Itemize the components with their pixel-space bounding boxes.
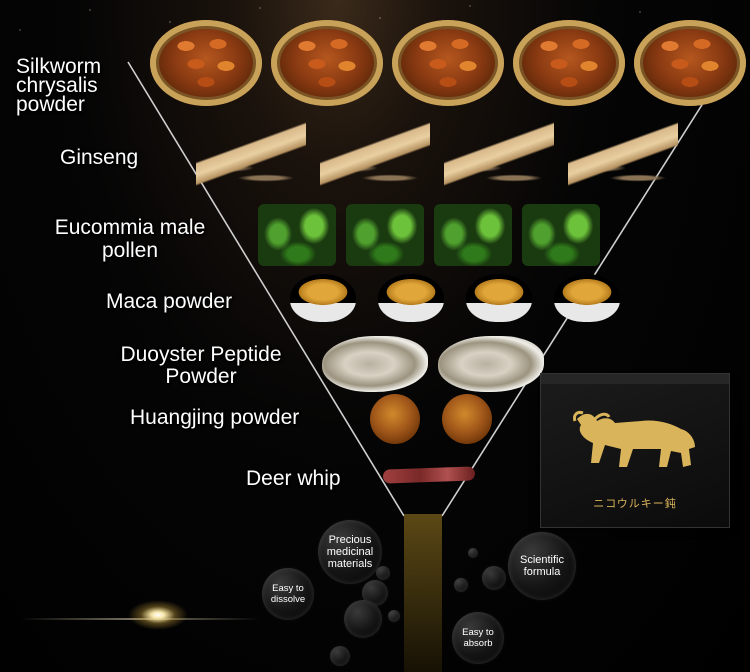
decor-bubble: [344, 600, 382, 638]
label-silkworm: Silkworm chrysalis powder: [16, 55, 102, 116]
bubble-scientific-text: Scientific formula: [519, 554, 565, 578]
silkworm-row: [150, 20, 750, 106]
oyster-row: [322, 336, 554, 392]
oyster-shell: [322, 336, 428, 392]
bubble-absorb-text: Easy to absorb: [462, 627, 494, 649]
maca-bowl: [290, 274, 356, 322]
eucommia-herb: [434, 204, 512, 266]
maca-bowl: [378, 274, 444, 322]
maca-bowl: [554, 274, 620, 322]
silkworm-plate: [150, 20, 262, 106]
eucommia-herb: [522, 204, 600, 266]
bubble-absorb: Easy to absorb: [452, 612, 504, 664]
decor-bubble: [376, 566, 390, 580]
ginseng-root: [444, 118, 554, 188]
silkworm-plate: [271, 20, 383, 106]
powder-stream: [404, 514, 442, 672]
decor-bubble: [388, 610, 400, 622]
label-oyster: Duoyster Peptide Powder: [120, 343, 282, 388]
bubble-precious: Precious medicinal materials: [318, 520, 382, 584]
lens-flare: [128, 600, 188, 630]
label-ginseng: Ginseng: [60, 146, 139, 169]
eucommia-herb: [346, 204, 424, 266]
huangjing-slice: [370, 394, 420, 444]
bubble-precious-text: Precious medicinal materials: [326, 534, 374, 570]
silkworm-plate: [513, 20, 625, 106]
product-box: ニコウルキー鈍: [540, 373, 730, 528]
label-huangjing: Huangjing powder: [130, 406, 300, 429]
huangjing-slice: [442, 394, 492, 444]
bubble-dissolve: Easy to dissolve: [262, 568, 314, 620]
decor-bubble: [468, 548, 478, 558]
product-brand-text: ニコウルキー鈍: [593, 498, 677, 510]
maca-bowl: [466, 274, 532, 322]
silkworm-plate: [392, 20, 504, 106]
decor-bubble: [482, 566, 506, 590]
bubble-scientific: Scientific formula: [508, 532, 576, 600]
ginseng-root: [320, 118, 430, 188]
silkworm-plate: [634, 20, 746, 106]
product-box-lid: [540, 373, 730, 384]
label-maca: Maca powder: [106, 290, 233, 313]
eucommia-herb: [258, 204, 336, 266]
decor-bubble: [454, 578, 468, 592]
decor-bubble: [330, 646, 350, 666]
oyster-shell: [438, 336, 544, 392]
label-deer: Deer whip: [246, 467, 341, 490]
deer-whip-image: [382, 466, 476, 484]
ginseng-root: [196, 118, 306, 188]
ginseng-root: [568, 118, 678, 188]
ginseng-row: [196, 118, 692, 188]
label-eucommia: Eucommia male pollen: [54, 216, 206, 262]
eucommia-row: [258, 204, 610, 266]
golden-bull-icon: [573, 411, 695, 467]
huangjing-row: [370, 394, 514, 444]
bubble-dissolve-text: Easy to dissolve: [270, 583, 306, 605]
maca-row: [290, 274, 642, 322]
